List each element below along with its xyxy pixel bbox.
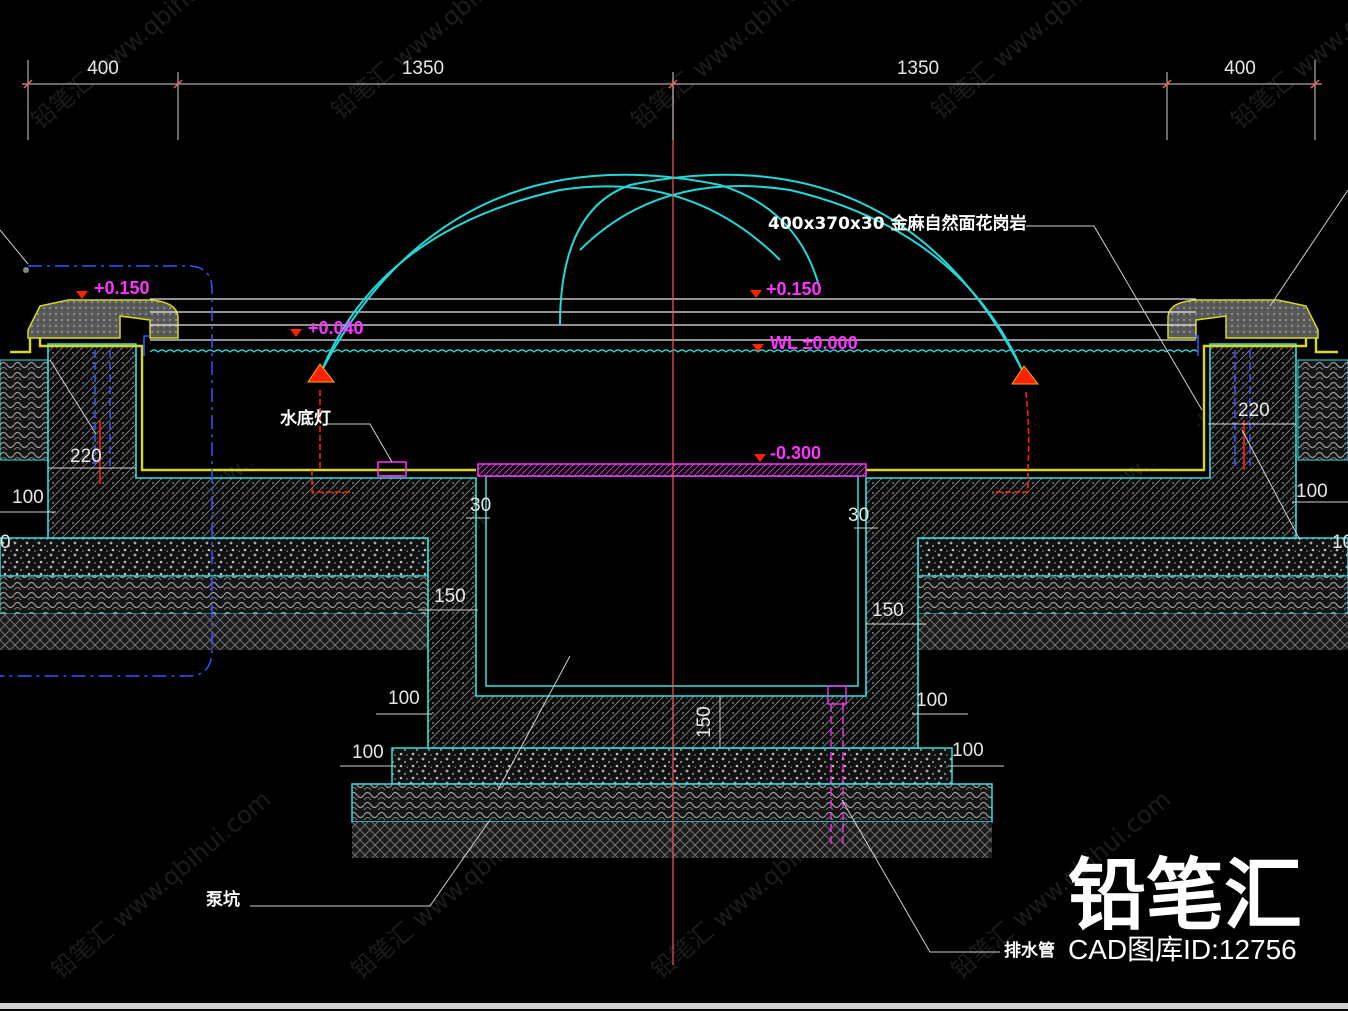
dim-pit-right-side: 150 (872, 600, 904, 621)
dim-pit-left-wall: 30 (470, 495, 491, 516)
wall-pipes (94, 335, 1251, 484)
dim-left-base: 100 (12, 487, 44, 508)
dim-pit-right-foot: 100 (952, 740, 984, 761)
note-pump-pit: 泵坑 (206, 889, 240, 910)
note-underwater-light: 水底灯 (280, 408, 331, 429)
dim-top-4: 400 (1224, 58, 1256, 79)
dim-top-2: 1350 (402, 58, 444, 79)
level-overflow: +0.040 (308, 318, 364, 338)
dim-left-edge: 0 (0, 532, 11, 553)
coping-stones (27, 299, 1319, 339)
watermark-text: 铅笔汇 www.qbihui.com (926, 0, 1156, 125)
watermark-text: 铅笔汇 www.qbihui.com (46, 785, 276, 985)
fountain-jets (321, 173, 1023, 371)
dim-right-base: 100 (1296, 481, 1328, 502)
pit-grating (477, 463, 867, 477)
minor-dimension-lines (0, 423, 1348, 767)
dim-pit-left-base: 100 (388, 688, 420, 709)
dim-top-1: 400 (87, 58, 119, 79)
nozzle-left (307, 363, 352, 493)
watermark-text: 铅笔汇 www.qbihui.com (26, 0, 256, 135)
callout-node (23, 267, 29, 273)
dim-left-wall: 220 (70, 446, 102, 467)
dim-right-edge: 10 (1332, 532, 1348, 553)
logo-caption: CAD图库ID:12756 (1068, 934, 1297, 965)
leader-lines (0, 189, 1348, 953)
level-left-coping: +0.150 (94, 278, 150, 298)
detail-callout-boundary (0, 265, 213, 677)
dim-pit-right-base: 100 (916, 690, 948, 711)
level-water: WL ±0.000 (770, 333, 858, 353)
dim-top-3: 1350 (897, 58, 939, 79)
dim-pit-left-side: 150 (434, 586, 466, 607)
dim-pit-right-wall: 30 (848, 505, 869, 526)
level-pool-bottom: -0.300 (770, 443, 821, 463)
dim-right-wall: 220 (1238, 400, 1270, 421)
dim-pit-bottom: 150 (694, 706, 715, 738)
level-right-coping: +0.150 (766, 279, 822, 299)
ground-layers (0, 359, 1348, 858)
logo-name: 铅笔汇 (1068, 851, 1302, 941)
water-surface (149, 349, 1199, 353)
top-dimension-line (22, 60, 1322, 140)
note-drain-pipe: 排水管 (1004, 940, 1055, 961)
drain-pipe (827, 685, 847, 846)
level-markers (76, 290, 766, 462)
dim-pit-left-foot: 100 (352, 742, 384, 763)
nozzle-right (992, 365, 1040, 493)
note-granite: 400x370x30 金麻自然面花岗岩 (768, 213, 1026, 234)
watermark-text: 铅笔汇 www.qbihui.com (626, 0, 856, 135)
